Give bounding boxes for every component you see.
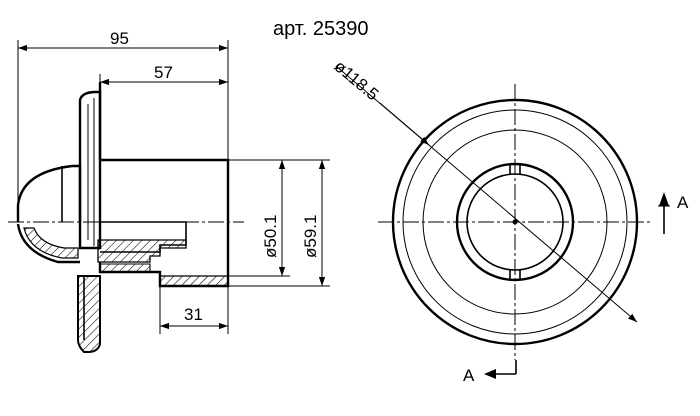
dim-overall-length: 95: [110, 29, 129, 48]
face-flange: [78, 90, 102, 250]
dome-section-hatch: [23, 227, 79, 259]
article-title: арт. 25390: [273, 18, 368, 40]
body-outline: [100, 158, 230, 222]
face-flange-inner: [87, 98, 95, 246]
section-marker-right: A: [658, 192, 689, 234]
front-view: ø118.5: [330, 57, 652, 360]
section-label-bottom: A: [463, 366, 475, 385]
section-label-right: A: [677, 193, 689, 212]
dim-face-diameter: ø118.5: [330, 57, 382, 105]
nozzle-top-slot: [509, 164, 521, 174]
section-marker-bottom: A: [463, 360, 517, 385]
sleeve-section-hatch: [159, 275, 229, 287]
dim-body-length: 57: [154, 63, 173, 82]
side-section-view: 95 57 ø50.1 ø59.1 31: [8, 29, 330, 353]
mount-section-hatch: [99, 263, 151, 273]
body-section-hatch: [97, 239, 187, 263]
dome-cap-lower: [16, 223, 80, 264]
nozzle-bottom-slot: [509, 270, 521, 280]
dim-inner-diameter: ø50.1: [261, 215, 280, 258]
face-diameter-arrow-top: [379, 102, 430, 146]
dim-flange-offset: 31: [184, 305, 203, 324]
dome-cap: [16, 164, 82, 222]
wall-tube-hatch: [77, 275, 101, 353]
dim-outer-diameter: ø59.1: [301, 215, 320, 258]
